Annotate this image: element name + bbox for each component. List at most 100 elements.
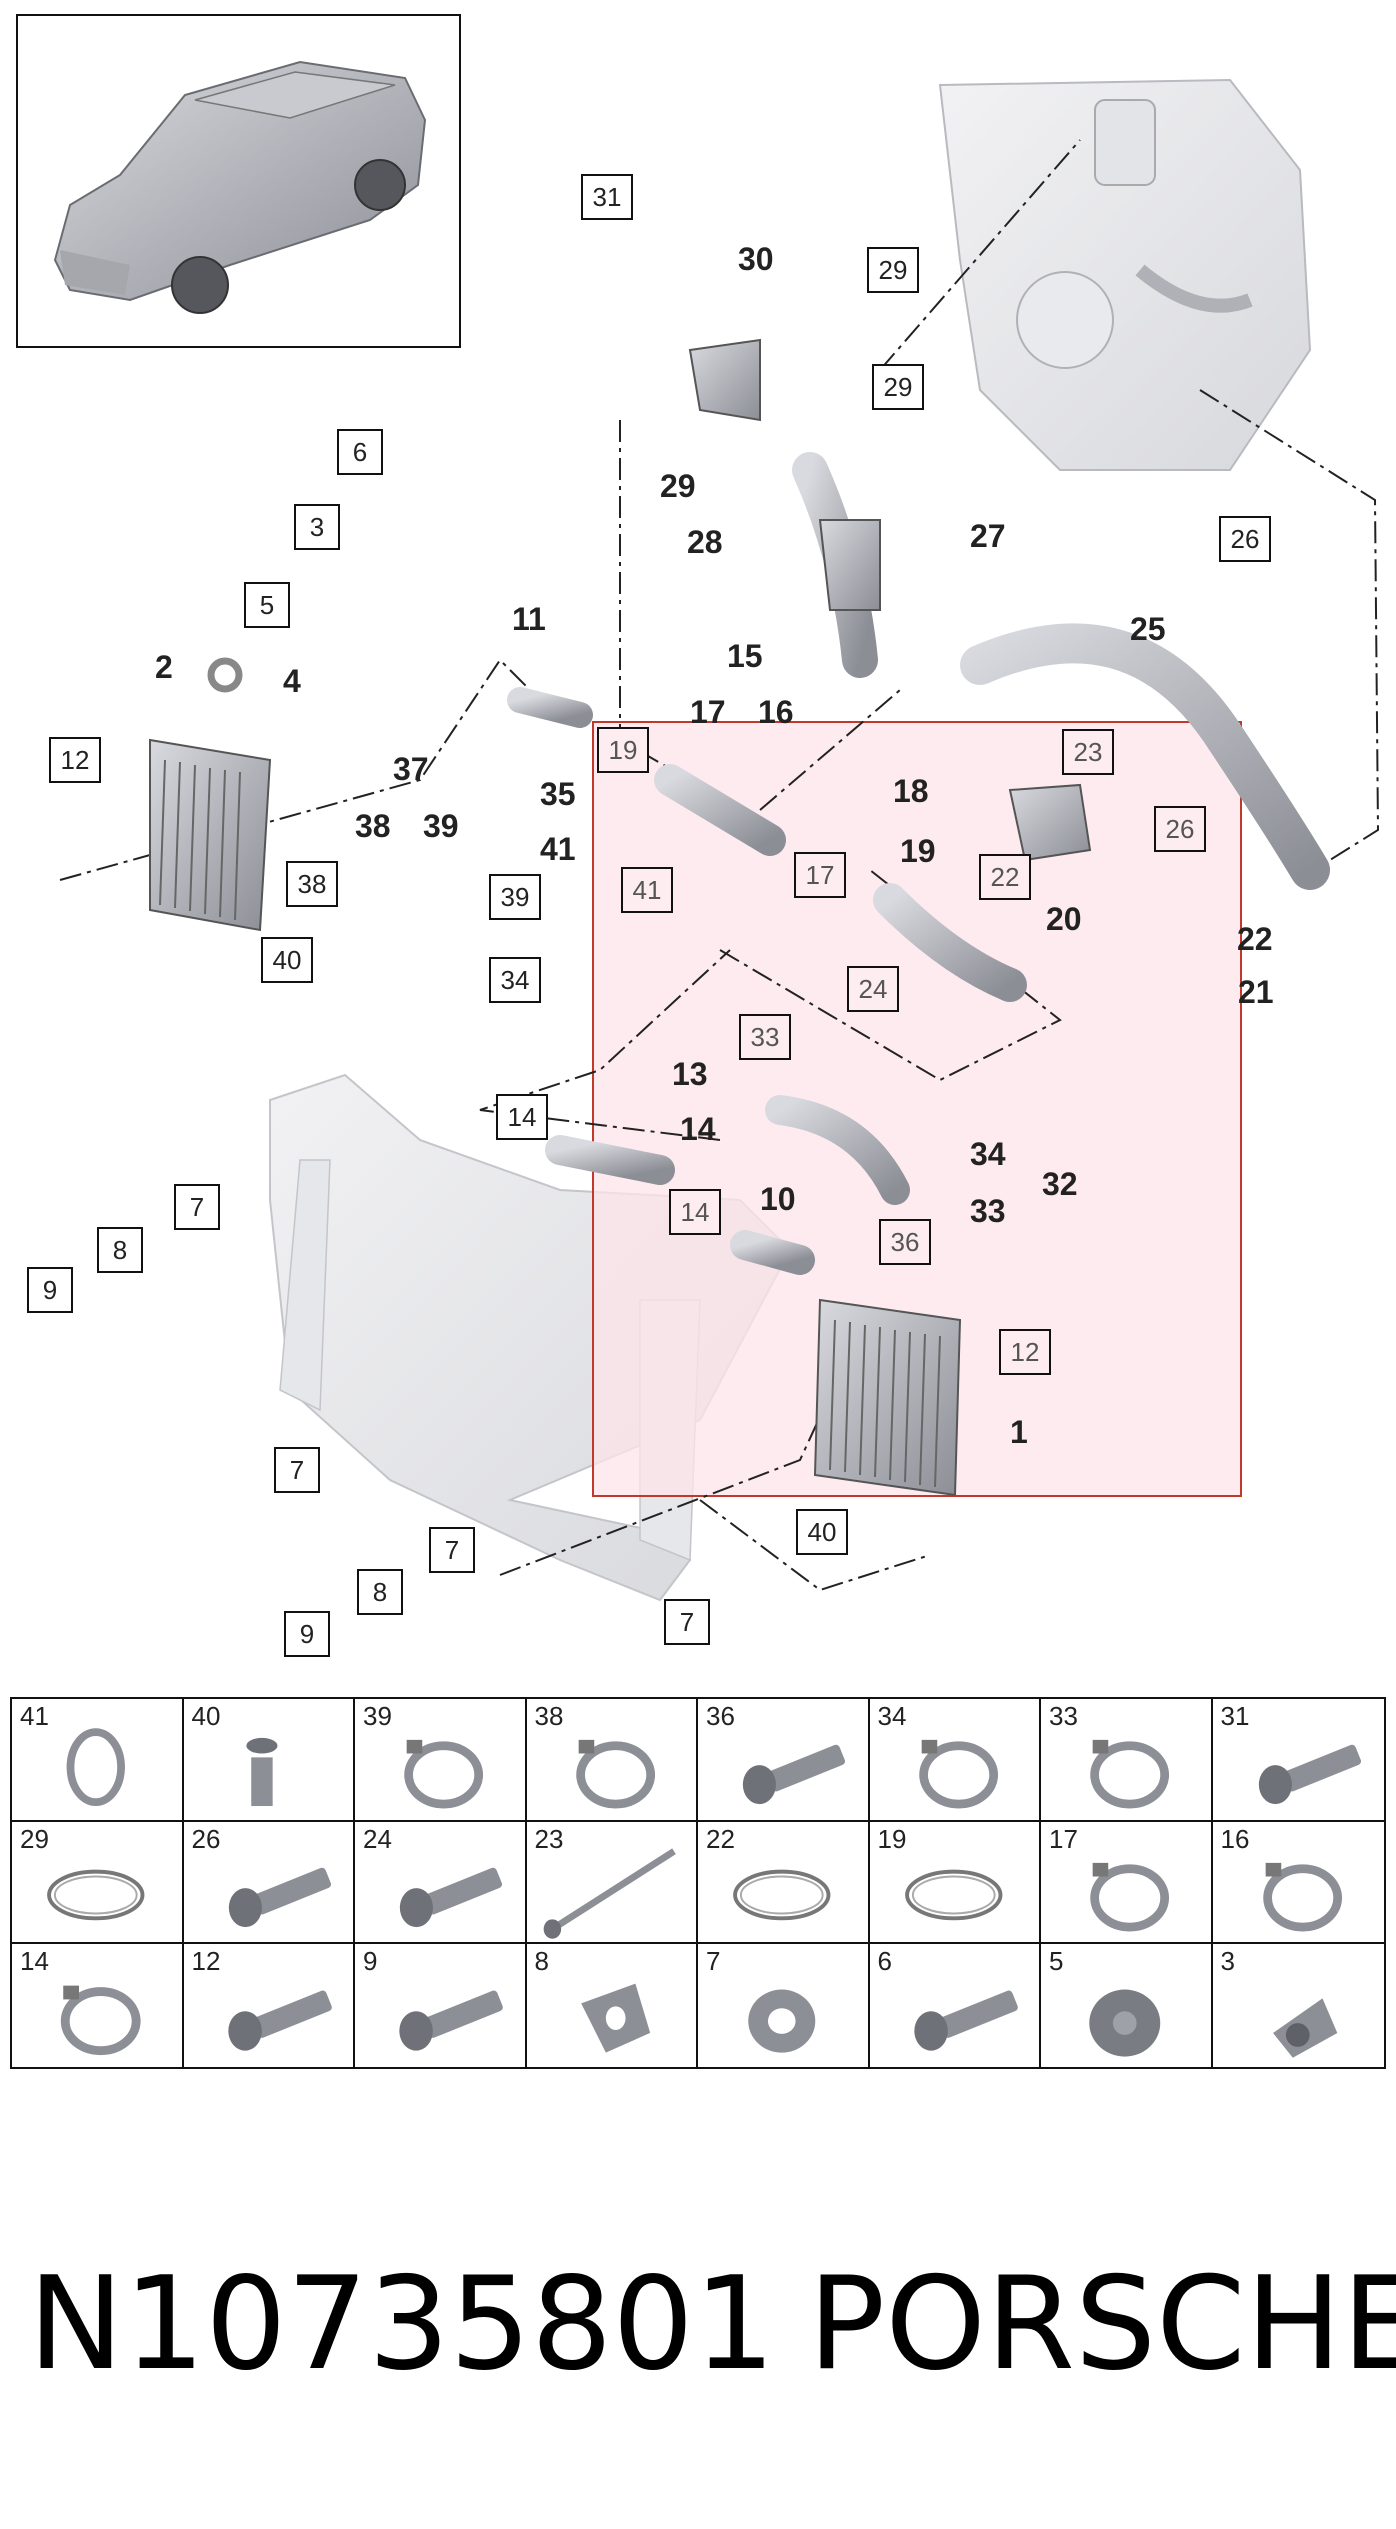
box-16: 17 — [794, 852, 846, 898]
parts-cell-number: 34 — [877, 1701, 907, 1731]
parts-cell-5: 5 — [1041, 1944, 1213, 2067]
callout-22: 22 — [1237, 921, 1273, 957]
parts-cell-number: 33 — [1049, 1701, 1078, 1731]
box-12-b: 12 — [999, 1329, 1051, 1375]
svg-text:29: 29 — [879, 255, 908, 285]
callout-13: 13 — [672, 1056, 708, 1092]
svg-text:26: 26 — [1231, 524, 1260, 554]
parts-cell-number: 6 — [877, 1946, 892, 1977]
parts-cell-number: 29 — [20, 1823, 49, 1854]
svg-text:34: 34 — [501, 965, 530, 995]
seal-ring-icon — [904, 1869, 1002, 1920]
box-34: 36 — [879, 1219, 931, 1265]
parts-cell-38: 38 — [526, 1699, 698, 1822]
box-12-a: 12 — [49, 737, 101, 783]
grommet-icon — [748, 1989, 816, 2053]
callout-4: 4 — [283, 663, 301, 699]
highlighted-callouts: 19 41 17 22 23 26 24 33 14 36 12 — [597, 727, 1206, 1375]
bolt-icon — [913, 1990, 1018, 2051]
parts-cell-3: 3 — [1213, 1944, 1385, 2067]
parts-cell-41: 41 — [12, 1699, 184, 1822]
callout-18: 18 — [893, 773, 929, 809]
callout-37: 37 — [393, 751, 429, 787]
box-24: 26 — [1154, 806, 1206, 852]
svg-text:38: 38 — [298, 869, 327, 899]
box-7-b: 7 — [274, 1447, 320, 1493]
callout-35: 35 — [540, 776, 576, 812]
bolt-icon — [227, 1990, 332, 2051]
hose-clamp-icon — [918, 1739, 998, 1809]
svg-text:31: 31 — [593, 182, 622, 212]
callout-28: 28 — [687, 524, 723, 560]
svg-text:40: 40 — [808, 1517, 837, 1547]
nut-icon — [1272, 1998, 1337, 2059]
svg-text:12: 12 — [61, 745, 90, 775]
callout-34: 34 — [970, 1136, 1006, 1172]
box-7-d: 7 — [664, 1599, 710, 1645]
svg-text:14: 14 — [681, 1197, 710, 1227]
part-number: N10735801 — [28, 2250, 776, 2399]
parts-cell-number: 40 — [191, 1701, 221, 1731]
parts-cell-number: 5 — [1049, 1946, 1064, 1977]
hose-clamp-icon — [1262, 1862, 1342, 1932]
parts-cell-number: 39 — [363, 1701, 392, 1731]
svg-text:8: 8 — [113, 1235, 127, 1265]
svg-text:17: 17 — [806, 860, 835, 890]
callout-29: 29 — [660, 468, 696, 504]
parts-cell-number: 9 — [363, 1946, 378, 1977]
clip-icon — [1089, 1989, 1161, 2057]
long-bolt-icon — [543, 1847, 676, 1939]
callout-38: 38 — [355, 808, 391, 844]
o-ring-icon — [66, 1728, 125, 1807]
parts-cell-33: 33 — [1041, 1699, 1213, 1822]
boxed-callouts: 3 5 6 7 7 7 7 8 8 9 9 12 14 38 39 34 40 … — [27, 174, 1271, 1657]
spacer-icon — [580, 1983, 650, 2053]
hose-clamp-icon — [1090, 1862, 1170, 1932]
parts-cell-36: 36 — [698, 1699, 870, 1822]
parts-cell-24: 24 — [355, 1821, 527, 1945]
callout-21: 21 — [1238, 974, 1274, 1010]
parts-cell-9: 9 — [355, 1944, 527, 2067]
parts-cell-number: 3 — [1220, 1946, 1235, 1977]
svg-text:23: 23 — [1074, 737, 1103, 767]
intercooler-left — [149, 738, 272, 932]
bolt-icon — [742, 1744, 846, 1805]
svg-text:36: 36 — [891, 1227, 920, 1257]
svg-text:3: 3 — [310, 512, 324, 542]
parts-cell-number: 19 — [877, 1823, 907, 1854]
callout-2: 2 — [155, 649, 173, 685]
box-3: 3 — [294, 504, 340, 550]
parts-cell-26: 26 — [183, 1821, 355, 1945]
callout-20: 20 — [1046, 901, 1082, 937]
svg-text:9: 9 — [43, 1275, 57, 1305]
callout-1: 1 — [1010, 1414, 1028, 1450]
callout-19: 19 — [900, 833, 936, 869]
callout-32: 32 — [1042, 1166, 1078, 1202]
callout-33: 33 — [970, 1193, 1006, 1229]
parts-cell-number: 7 — [706, 1946, 721, 1977]
svg-text:12: 12 — [1011, 1337, 1040, 1367]
parts-cell-12: 12 — [184, 1944, 355, 2067]
parts-cell-number: 12 — [191, 1946, 221, 1977]
box-41: 41 — [621, 867, 673, 913]
parts-cell-number: 36 — [706, 1701, 735, 1731]
parts-cell-number: 22 — [706, 1823, 735, 1854]
callout-10: 10 — [760, 1181, 796, 1217]
box-23: 24 — [847, 966, 899, 1012]
box-29-b: 29 — [872, 364, 924, 410]
callout-30: 30 — [738, 241, 774, 277]
box-26: 26 — [1219, 516, 1271, 562]
callout-41: 41 — [540, 831, 576, 867]
box-39: 39 — [489, 874, 541, 920]
intercooler-right — [813, 1298, 962, 1497]
box-38: 38 — [286, 861, 338, 907]
hose-clamp-icon — [60, 1985, 141, 2056]
callout-labels: 1 2 4 10 11 13 14 15 16 17 18 19 20 21 2… — [155, 241, 1274, 1450]
svg-text:7: 7 — [680, 1607, 694, 1637]
parts-cell-17: 17 — [1041, 1821, 1213, 1945]
parts-cell-34: 34 — [869, 1699, 1041, 1822]
callout-16: 16 — [758, 694, 794, 730]
box-14-a: 14 — [496, 1094, 548, 1140]
seal-ring-icon — [733, 1869, 831, 1920]
box-14-b: 14 — [669, 1189, 721, 1235]
